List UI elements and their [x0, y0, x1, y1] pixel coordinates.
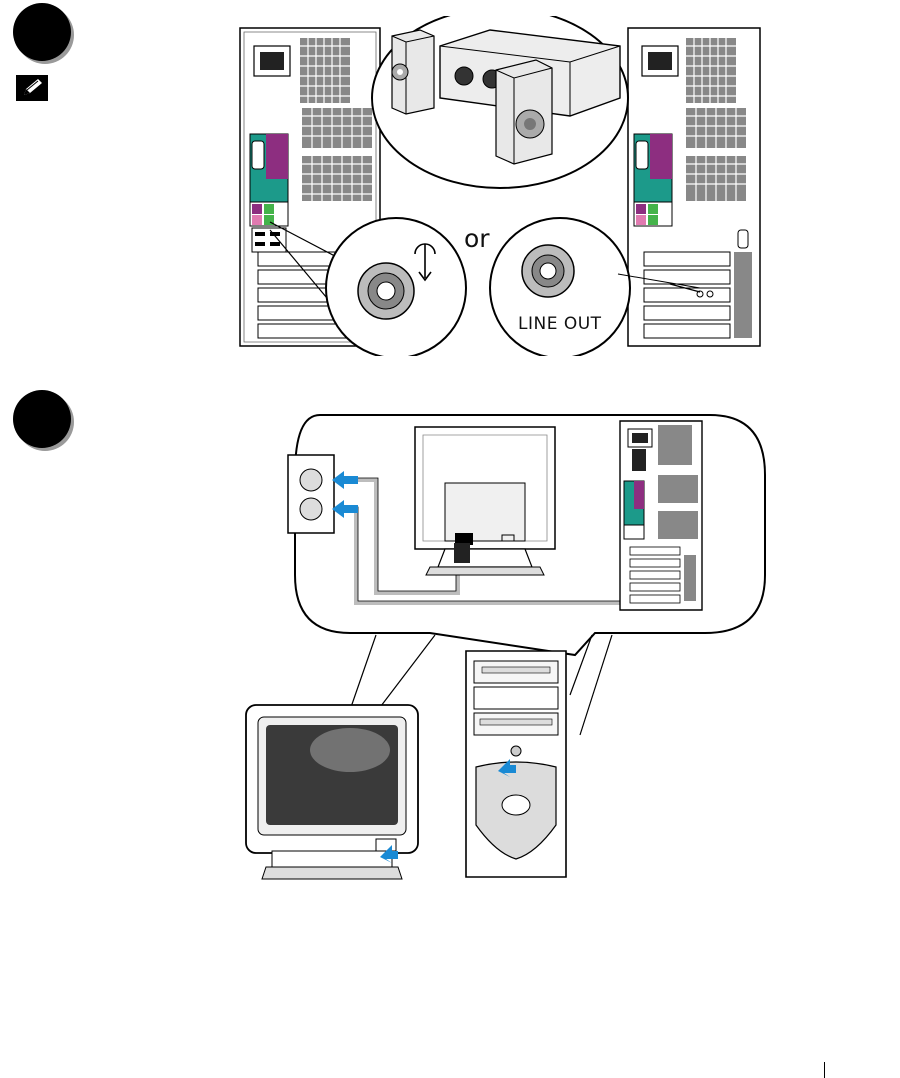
step-badge-1	[13, 3, 71, 61]
or-label: or	[464, 224, 490, 253]
computer-back-right	[628, 28, 760, 346]
speaker-connection-illustration	[230, 16, 770, 356]
speakers-callout	[372, 16, 628, 188]
wall-outlet	[288, 455, 334, 533]
page-marker	[824, 1062, 825, 1078]
computer-back-callout	[620, 421, 702, 610]
power-connection-illustration	[240, 405, 770, 885]
computer-tower-front	[466, 651, 566, 877]
pencil-note-icon	[16, 75, 48, 101]
line-out-label: LINE OUT	[518, 314, 602, 334]
monitor-front	[246, 705, 418, 879]
step-badge-2	[13, 390, 71, 448]
